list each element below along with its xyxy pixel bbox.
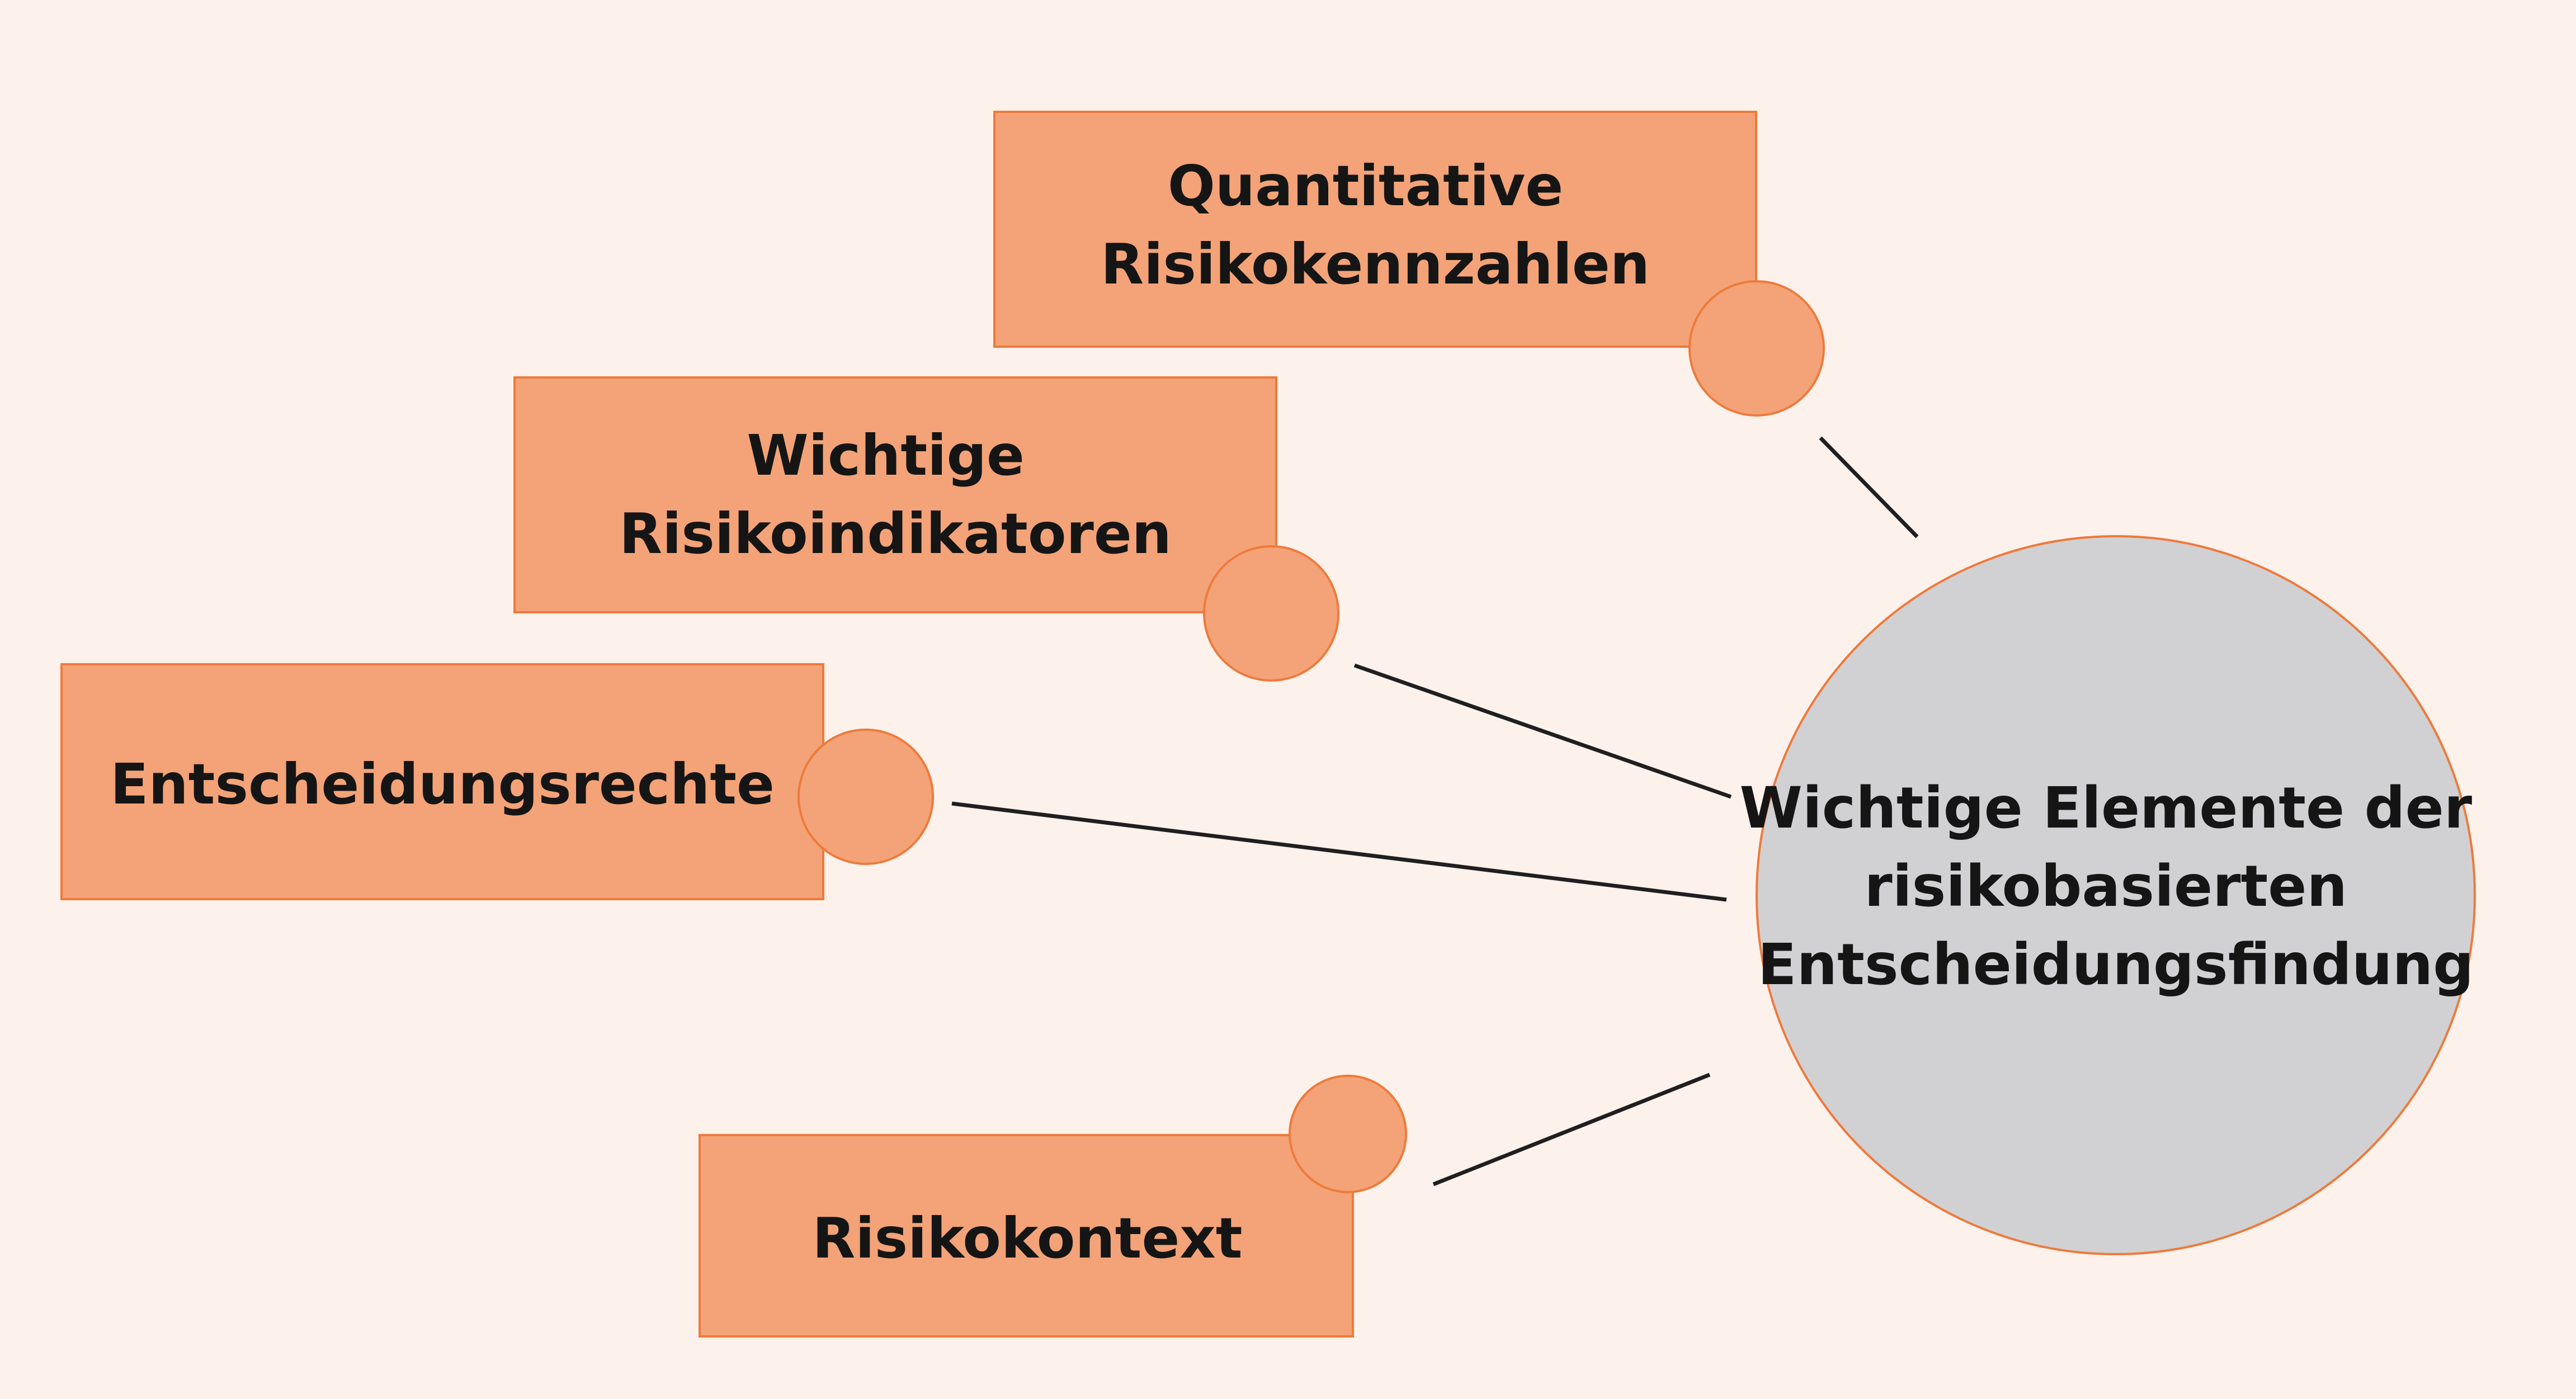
- center-circle: [1756, 535, 2476, 1255]
- connector-wichtige-risikoindikatoren: [1353, 663, 1732, 799]
- box-quantitative-risikokennzahlen: [993, 111, 1757, 348]
- label-line: Risikoindikatoren: [619, 501, 1172, 566]
- node-dot: [1688, 280, 1825, 417]
- label-wichtige-risikoindikatoren: Wichtige Risikoindikatoren: [619, 423, 1172, 566]
- label-risikokontext: Risikokontext: [812, 1206, 1242, 1271]
- box-wichtige-risikoindikatoren: [513, 376, 1277, 613]
- node-dot: [798, 729, 934, 865]
- node-risikokontext: Risikokontext: [699, 1075, 1407, 1337]
- box-entscheidungsrechte: [60, 663, 824, 900]
- node-entscheidungsrechte: Entscheidungsrechte: [60, 663, 934, 900]
- connector-entscheidungsrechte: [951, 801, 1727, 902]
- label-line: Wichtige Elemente der: [1739, 775, 2472, 842]
- label-line: Risikokennzahlen: [1101, 231, 1650, 297]
- box-risikokontext: [699, 1134, 1354, 1337]
- center-node: Wichtige Elemente der risikobasierten En…: [1739, 535, 2492, 1255]
- label-line: risikobasierten: [1864, 853, 2347, 920]
- connector-risikokontext: [1432, 1072, 1711, 1187]
- label-entscheidungsrechte: Entscheidungsrechte: [110, 752, 775, 817]
- node-wichtige-risikoindikatoren: Wichtige Risikoindikatoren: [513, 376, 1339, 682]
- node-dot: [1289, 1075, 1407, 1193]
- connector-quantitative-risikokennzahlen: [1819, 436, 1919, 538]
- center-label: Wichtige Elemente der risikobasierten En…: [1739, 775, 2492, 998]
- label-quantitative-risikokennzahlen: Quantitative Risikokennzahlen: [1101, 153, 1650, 297]
- label-line: Risikokontext: [812, 1206, 1242, 1271]
- label-line: Wichtige: [747, 423, 1025, 488]
- node-quantitative-risikokennzahlen: Quantitative Risikokennzahlen: [993, 111, 1825, 417]
- label-line: Entscheidungsfindung: [1758, 932, 2474, 998]
- label-line: Entscheidungsrechte: [110, 752, 775, 817]
- node-dot: [1203, 545, 1339, 682]
- label-line: Quantitative: [1168, 153, 1563, 219]
